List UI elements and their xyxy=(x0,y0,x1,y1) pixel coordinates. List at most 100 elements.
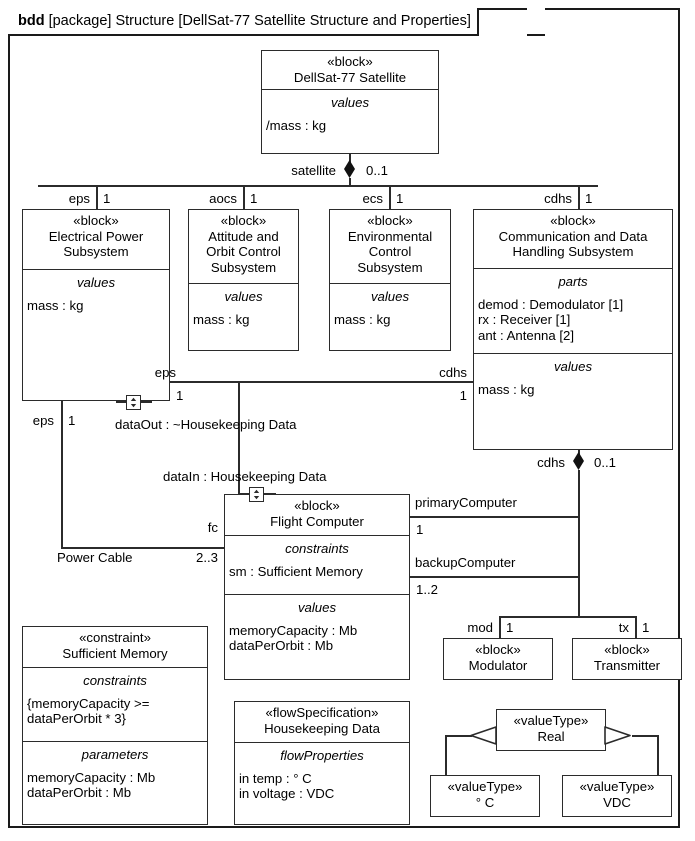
aocs-role-label: aocs xyxy=(209,191,237,206)
values-compartment: values mass : kg xyxy=(189,283,298,350)
values-list: mass : kg xyxy=(193,311,250,327)
tx-tree-drop xyxy=(635,616,637,638)
ecs-role-label: ecs xyxy=(362,191,383,206)
primary-computer-role-label: primaryComputer xyxy=(415,495,517,510)
stereotype-label: «valueType» xyxy=(579,779,655,794)
values-compartment: values /mass : kg xyxy=(262,89,438,153)
tx-multiplicity-label: 1 xyxy=(642,620,650,635)
eps-role-label: eps xyxy=(68,191,90,206)
eps-multiplicity-label: 1 xyxy=(103,191,111,206)
block-name-label: Real xyxy=(537,728,565,744)
block-transmitter[interactable]: «block» Transmitter xyxy=(572,638,682,680)
block-housekeeping-data-flowspecification[interactable]: «flowSpecification» Housekeeping Data fl… xyxy=(234,701,410,825)
values-title: values xyxy=(76,275,116,290)
block-modulator[interactable]: «block» Modulator xyxy=(443,638,553,680)
stereotype-label: «block» xyxy=(294,498,340,513)
block-communication-and-data-handling-subsystem[interactable]: «block» Communication and Data Handling … xyxy=(473,209,673,450)
block-name-label: DellSat-77 Satellite xyxy=(293,69,407,85)
cdhs-composition-diamond xyxy=(573,452,584,470)
block-name-label: ° C xyxy=(475,794,495,810)
block-valuetype-real[interactable]: «valueType» Real xyxy=(496,709,606,751)
cdhs-composition-trunk xyxy=(578,470,580,617)
stereotype-label: «block» xyxy=(73,213,119,228)
dataout-label: dataOut : ~Housekeeping Data xyxy=(115,417,297,432)
block-header: «block» Flight Computer xyxy=(225,495,409,535)
block-name-label: Flight Computer xyxy=(270,513,364,529)
stereotype-label: «block» xyxy=(327,54,373,69)
degc-generalization-horizontal xyxy=(445,735,472,737)
constraints-title: constraints xyxy=(285,541,349,556)
values-compartment: values mass : kg xyxy=(474,353,672,451)
stereotype-label: «flowSpecification» xyxy=(265,705,379,720)
block-sufficient-memory-constraint[interactable]: «constraint» Sufficient Memory constrain… xyxy=(22,626,208,825)
datain-label: dataIn : Housekeeping Data xyxy=(163,469,327,484)
diagram-frame-label-corner xyxy=(527,8,545,36)
stereotype-label: «valueType» xyxy=(447,779,523,794)
primary-computer-multiplicity-label: 1 xyxy=(416,522,424,537)
cdhs-tree-drop xyxy=(578,185,580,209)
parameters-title: parameters xyxy=(81,747,149,762)
stereotype-label: «block» xyxy=(220,213,267,228)
cdhs-comp-multiplicity-label: 0..1 xyxy=(594,455,616,470)
block-flight-computer[interactable]: «block» Flight Computer constraints sm :… xyxy=(224,494,410,680)
values-list: mass : kg xyxy=(334,311,391,327)
parts-list: demod : Demodulator [1] rx : Receiver [1… xyxy=(478,296,624,344)
block-name-label: Transmitter xyxy=(593,657,661,673)
power-cable-name-label: Power Cable xyxy=(57,550,133,565)
stereotype-label: «block» xyxy=(604,642,650,657)
vdc-generalization-vertical xyxy=(657,735,659,776)
eps-power-multiplicity-label: 1 xyxy=(68,413,76,428)
constraints-expression: {memoryCapacity >= dataPerOrbit * 3} xyxy=(27,695,150,727)
block-header: «constraint» Sufficient Memory xyxy=(23,627,207,667)
block-header: «block» Attitude and Orbit Control Subsy… xyxy=(189,210,298,283)
flowproperties-list: in temp : ° C in voltage : VDC xyxy=(239,770,335,802)
backup-computer-role-label: backupComputer xyxy=(415,555,516,570)
block-dellsat-77-satellite[interactable]: «block» DellSat-77 Satellite values /mas… xyxy=(261,50,439,154)
aocs-multiplicity-label: 1 xyxy=(250,191,258,206)
block-name-label: Housekeeping Data xyxy=(264,720,380,736)
block-name-label: Communication and Data Handling Subsyste… xyxy=(498,228,648,260)
block-name-label: Attitude and Orbit Control Subsystem xyxy=(206,228,281,275)
flow-port-right-stub xyxy=(140,401,152,403)
subsystem-tree-bus xyxy=(38,185,598,187)
stereotype-label: «block» xyxy=(550,213,596,228)
values-list: mass : kg xyxy=(478,381,535,397)
satellite-composition-stem-lower xyxy=(349,178,351,186)
block-header: «block» DellSat-77 Satellite xyxy=(262,51,438,89)
vdc-generalization-horizontal xyxy=(632,735,659,737)
stereotype-label: «constraint» xyxy=(79,630,151,645)
datain-port-left-stub xyxy=(238,493,251,495)
aocs-tree-drop xyxy=(243,185,245,209)
satellite-multiplicity-label: 0..1 xyxy=(366,163,388,178)
satellite-composition-diamond xyxy=(344,160,355,178)
primary-computer-line xyxy=(410,516,580,518)
block-valuetype-degree-celsius[interactable]: «valueType» ° C xyxy=(430,775,540,817)
values-list: memoryCapacity : Mb dataPerOrbit : Mb xyxy=(229,622,358,654)
block-environmental-control-subsystem[interactable]: «block» Environmental Control Subsystem … xyxy=(329,209,451,351)
stereotype-label: «block» xyxy=(475,642,521,657)
flow-port-dataout-icon[interactable] xyxy=(126,395,141,410)
block-electrical-power-subsystem[interactable]: «block» Electrical Power Subsystem value… xyxy=(22,209,170,401)
satellite-role-label: satellite xyxy=(291,163,336,178)
fc-role-label: fc xyxy=(207,520,218,535)
block-header: «valueType» ° C xyxy=(431,776,539,816)
block-header: «block» Electrical Power Subsystem xyxy=(23,210,169,269)
values-compartment: values memoryCapacity : Mb dataPerOrbit … xyxy=(225,594,409,681)
ecs-multiplicity-label: 1 xyxy=(396,191,404,206)
block-header: «flowSpecification» Housekeeping Data xyxy=(235,702,409,742)
flow-port-datain-icon[interactable] xyxy=(249,487,264,502)
vdc-generalization-arrow xyxy=(604,726,631,745)
block-valuetype-vdc[interactable]: «valueType» VDC xyxy=(562,775,672,817)
power-cable-horizontal xyxy=(61,547,224,549)
block-attitude-and-orbit-control-subsystem[interactable]: «block» Attitude and Orbit Control Subsy… xyxy=(188,209,299,351)
mod-tx-tree-bus xyxy=(499,616,636,618)
values-compartment: values mass : kg xyxy=(330,283,450,350)
values-compartment: values mass : kg xyxy=(23,269,169,400)
constraints-list: sm : Sufficient Memory xyxy=(229,563,363,579)
backup-computer-line xyxy=(410,576,580,578)
block-header: «valueType» VDC xyxy=(563,776,671,816)
tx-role-label: tx xyxy=(618,620,629,635)
cdhs-role-label: cdhs xyxy=(544,191,572,206)
flowproperties-title: flowProperties xyxy=(280,748,364,763)
